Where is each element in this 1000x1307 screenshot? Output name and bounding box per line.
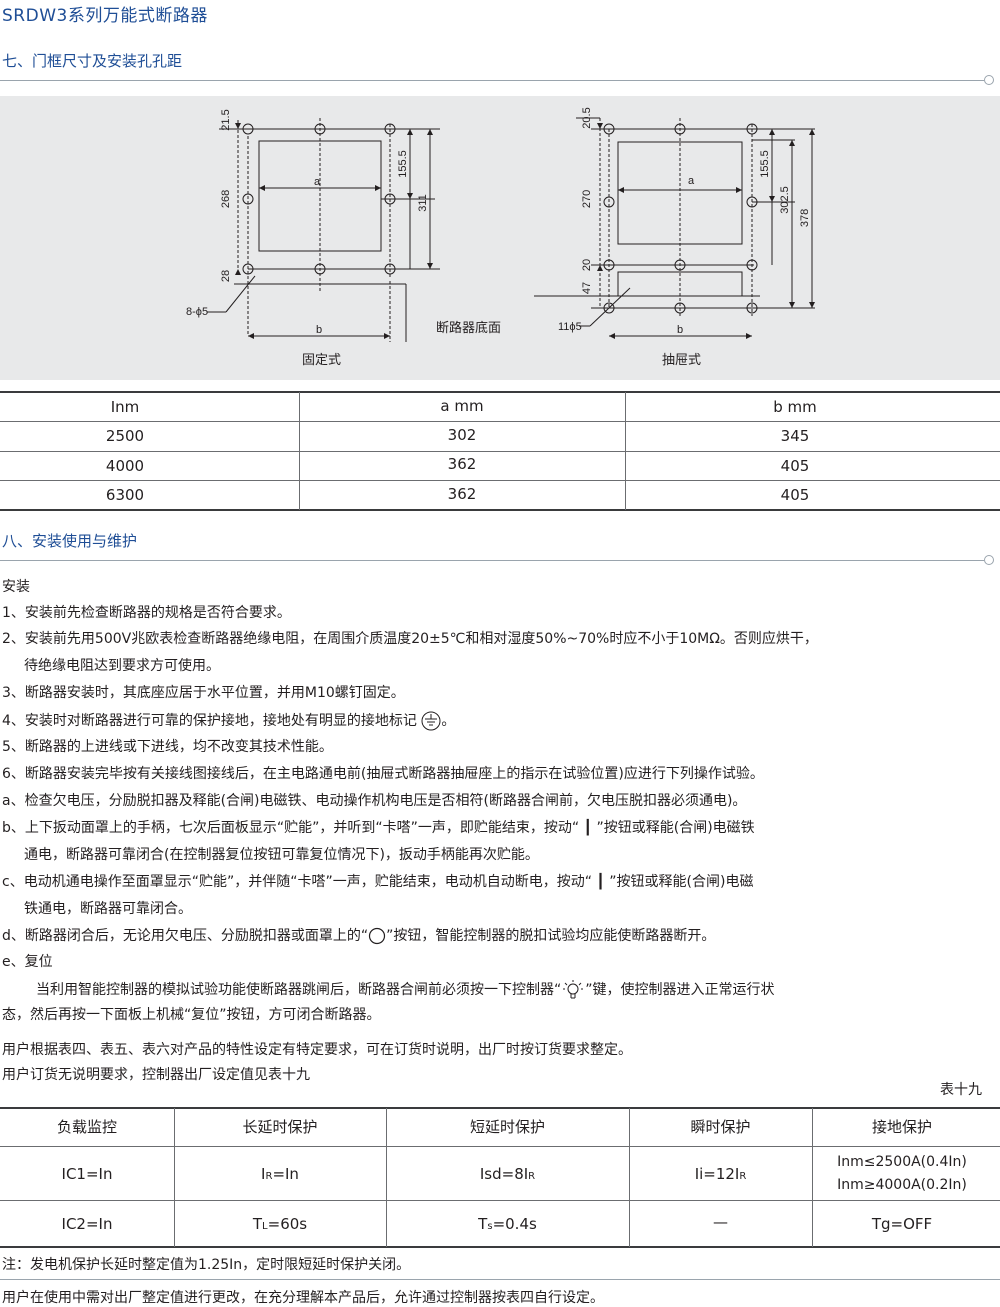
install-item-b: b、上下扳动面罩上的手柄，七次后面板显示“贮能”，并听到“卡嗒”一声，即贮能结束… <box>2 820 755 836</box>
table-cell: IR=In <box>261 1165 299 1183</box>
col-header-long: 长延时保护 <box>242 1118 318 1136</box>
fixed-holes: 8-ϕ5 <box>186 306 208 318</box>
col-header-inst: 瞬时保护 <box>690 1118 751 1136</box>
col-header-ground: 接地保护 <box>871 1118 932 1136</box>
table-cell: 6300 <box>105 486 145 504</box>
table-cell: TL=60s <box>252 1215 308 1233</box>
table-cell: IC1=In <box>61 1165 113 1183</box>
drawer-dim-d5: 155.5 <box>759 150 771 178</box>
install-item-2-cont: 待绝缘电阻达到要求方可使用。 <box>24 658 220 674</box>
table-cell: Ts=0.4s <box>478 1215 537 1233</box>
dimension-figure: 21.5 268 28 155.5 311 a b 8-ϕ5 断路器底面 20.… <box>0 96 1000 380</box>
install-heading: 安装 <box>2 579 30 595</box>
table-cell: 405 <box>780 457 810 475</box>
section-8-title: 八、安装使用与维护 <box>2 532 138 550</box>
frame-drawings: 21.5 268 28 155.5 311 a b 8-ϕ5 断路器底面 20.… <box>186 107 815 367</box>
install-item-a: a、检查欠电压，分励脱扣器及释能(合闸)电磁铁、电动操作机构电压是否相符(断路器… <box>2 793 747 809</box>
divider-dot <box>984 555 994 565</box>
col-header-short: 短延时保护 <box>469 1118 545 1136</box>
fixed-dim-d4: 155.5 <box>397 150 409 178</box>
circle-button-icon <box>369 927 386 945</box>
install-item-5: 5、断路器的上进线或下进线，均不改变其技术性能。 <box>2 739 333 755</box>
footer-note: 用户在使用中需对出厂整定值进行更改，在充分理解本产品后，允许通过控制器按表四自行… <box>2 1290 604 1306</box>
page-title: SRDW3系列万能式断路器 <box>2 6 208 26</box>
col-header-a: a mm <box>440 397 484 415</box>
drawer-holes: 11ϕ5 <box>558 321 582 333</box>
install-item-c: c、电动机通电操作至面罩显示“贮能”，并伴随“卡嗒”一声，贮能结束，电动机自动断… <box>2 874 754 890</box>
drawer-dim-a: a <box>688 175 695 187</box>
table-cell: Isd=8IR <box>479 1165 536 1183</box>
drawer-caption: 抽屉式 <box>662 352 701 367</box>
user-note-1: 用户根据表四、表五、表六对产品的特性设定有特定要求，可在订货时说明，出厂时按订货… <box>2 1042 632 1058</box>
fixed-caption: 固定式 <box>302 352 341 367</box>
user-note-2: 用户订货无说明要求，控制器出厂设定值见表十九 <box>2 1067 310 1083</box>
install-item-2: 2、安装前先用500V兆欧表检查断路器绝缘电阻，在周围介质温度20±5℃和相对湿… <box>2 631 818 647</box>
divider <box>0 560 984 561</box>
table-19-label: 表十九 <box>940 1082 982 1098</box>
fixed-dim-a: a <box>314 176 321 188</box>
divider <box>0 80 984 81</box>
fixed-dim-d3: 28 <box>220 270 232 282</box>
table-cell: 362 <box>447 485 477 503</box>
install-item-e: e、复位 <box>2 954 53 970</box>
divider-dot <box>984 75 994 85</box>
fixed-dim-d5: 311 <box>417 194 429 212</box>
col-header-inm: Inm <box>110 398 140 416</box>
light-bulb-icon <box>563 980 584 999</box>
install-item-3: 3、断路器安装时，其底座应居于水平位置，并用M10螺钉固定。 <box>2 685 405 701</box>
table-cell: Ii=12IR <box>694 1165 747 1183</box>
drawer-dim-d2: 270 <box>581 190 593 208</box>
table-cell: — <box>713 1213 728 1231</box>
table-cell: Inm≤2500A(0.4In) <box>837 1154 967 1170</box>
install-item-d: d、断路器闭合后，无论用欠电压、分励脱扣器或面罩上的“”按钮，智能控制器的脱扣试… <box>2 927 716 945</box>
drawer-dim-d1: 20.5 <box>581 107 593 128</box>
table-cell: Inm≥4000A(0.2In) <box>837 1177 967 1193</box>
drawer-dim-d4: 47 <box>581 282 593 294</box>
section-7-title: 七、门框尺寸及安装孔孔距 <box>2 52 183 70</box>
col-header-load: 负载监控 <box>56 1118 117 1136</box>
drawer-dim-b: b <box>677 324 683 336</box>
install-item-b-cont: 通电，断路器可靠闭合(在控制器复位按钮可靠复位情况下)，扳动手柄能再次贮能。 <box>24 847 539 863</box>
table-cell: IC2=In <box>61 1215 113 1233</box>
fixed-dim-d1: 21.5 <box>220 109 232 130</box>
install-item-4: 4、安装时对断路器进行可靠的保护接地，接地处有明显的接地标记 。 <box>2 711 456 731</box>
table-cell: Tg=OFF <box>871 1215 933 1233</box>
drawer-dim-d6: 302.5 <box>779 186 791 214</box>
reset-paragraph-cont: 态，然后再按一下面板上机械“复位”按钮，方可闭合断路器。 <box>2 1007 381 1023</box>
table-cell: 2500 <box>105 427 145 445</box>
fixed-dim-b: b <box>316 324 322 336</box>
base-label: 断路器底面 <box>436 320 501 335</box>
drawer-dim-d7: 378 <box>799 209 811 227</box>
install-item-1: 1、安装前先检查断路器的规格是否符合要求。 <box>2 605 291 621</box>
install-item-c-cont: 铁通电，断路器可靠闭合。 <box>24 901 192 917</box>
table-note: 注：发电机保护长延时整定值为1.25In，定时限短延时保护关闭。 <box>2 1257 411 1273</box>
install-item-6: 6、断路器安装完毕按有关接线图接线后，在主电路通电前(抽屉式断路器抽屉座上的指示… <box>2 766 764 782</box>
drawer-dim-d3: 20 <box>581 259 593 271</box>
ground-icon <box>421 711 441 731</box>
table-cell: 4000 <box>105 457 145 475</box>
col-header-b: b mm <box>773 398 817 416</box>
table-cell: 405 <box>780 486 810 504</box>
table-cell: 345 <box>780 427 810 445</box>
table-cell: 302 <box>447 426 477 444</box>
table-cell: 362 <box>447 455 477 473</box>
fixed-dim-d2: 268 <box>220 190 232 208</box>
reset-paragraph: 当利用智能控制器的模拟试验功能使断路器跳闸后，断路器合闸前必须按一下控制器“ ”… <box>36 979 775 1001</box>
